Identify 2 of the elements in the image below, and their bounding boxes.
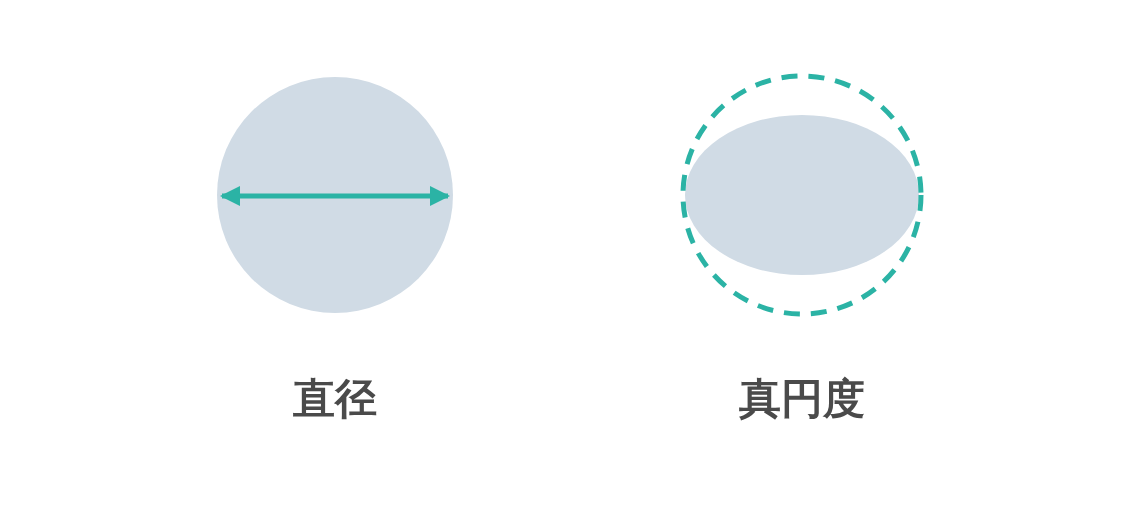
caption-text: 真円度: [738, 378, 866, 420]
caption-text: 直径: [292, 378, 378, 420]
